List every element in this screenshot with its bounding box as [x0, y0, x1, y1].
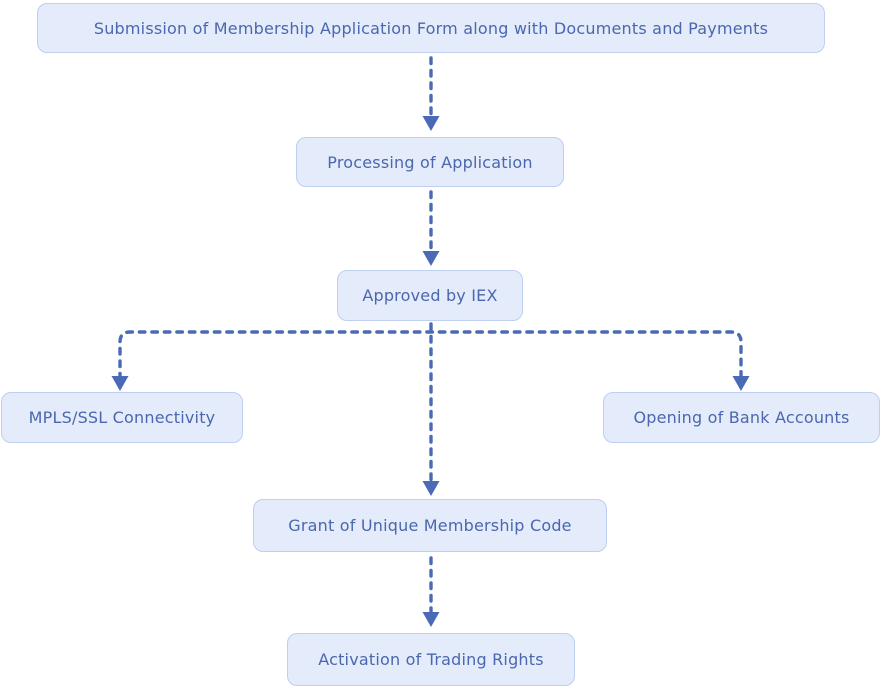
- node-activation: Activation of Trading Rights: [287, 633, 575, 686]
- node-mpls-connectivity-label: MPLS/SSL Connectivity: [28, 408, 216, 427]
- node-approved: Approved by IEX: [337, 270, 523, 321]
- arrow-submission-to-processing: [422, 56, 440, 131]
- node-processing-label: Processing of Application: [327, 152, 533, 172]
- node-bank-accounts-label: Opening of Bank Accounts: [633, 408, 850, 427]
- node-processing: Processing of Application: [296, 137, 564, 187]
- node-grant-code: Grant of Unique Membership Code: [253, 499, 607, 552]
- node-grant-code-label: Grant of Unique Membership Code: [288, 516, 572, 535]
- node-submission-label: Submission of Membership Application For…: [93, 18, 769, 38]
- arrow-grant-to-activation: [422, 556, 440, 627]
- arrow-processing-to-approved: [422, 190, 440, 266]
- node-activation-label: Activation of Trading Rights: [318, 650, 544, 669]
- node-approved-label: Approved by IEX: [362, 286, 498, 305]
- node-bank-accounts: Opening of Bank Accounts: [603, 392, 880, 443]
- arrow-approved-to-grant: [422, 322, 440, 496]
- node-submission: Submission of Membership Application For…: [37, 3, 825, 53]
- arrow-approved-branch-rail: [111, 330, 750, 391]
- node-mpls-connectivity: MPLS/SSL Connectivity: [1, 392, 243, 443]
